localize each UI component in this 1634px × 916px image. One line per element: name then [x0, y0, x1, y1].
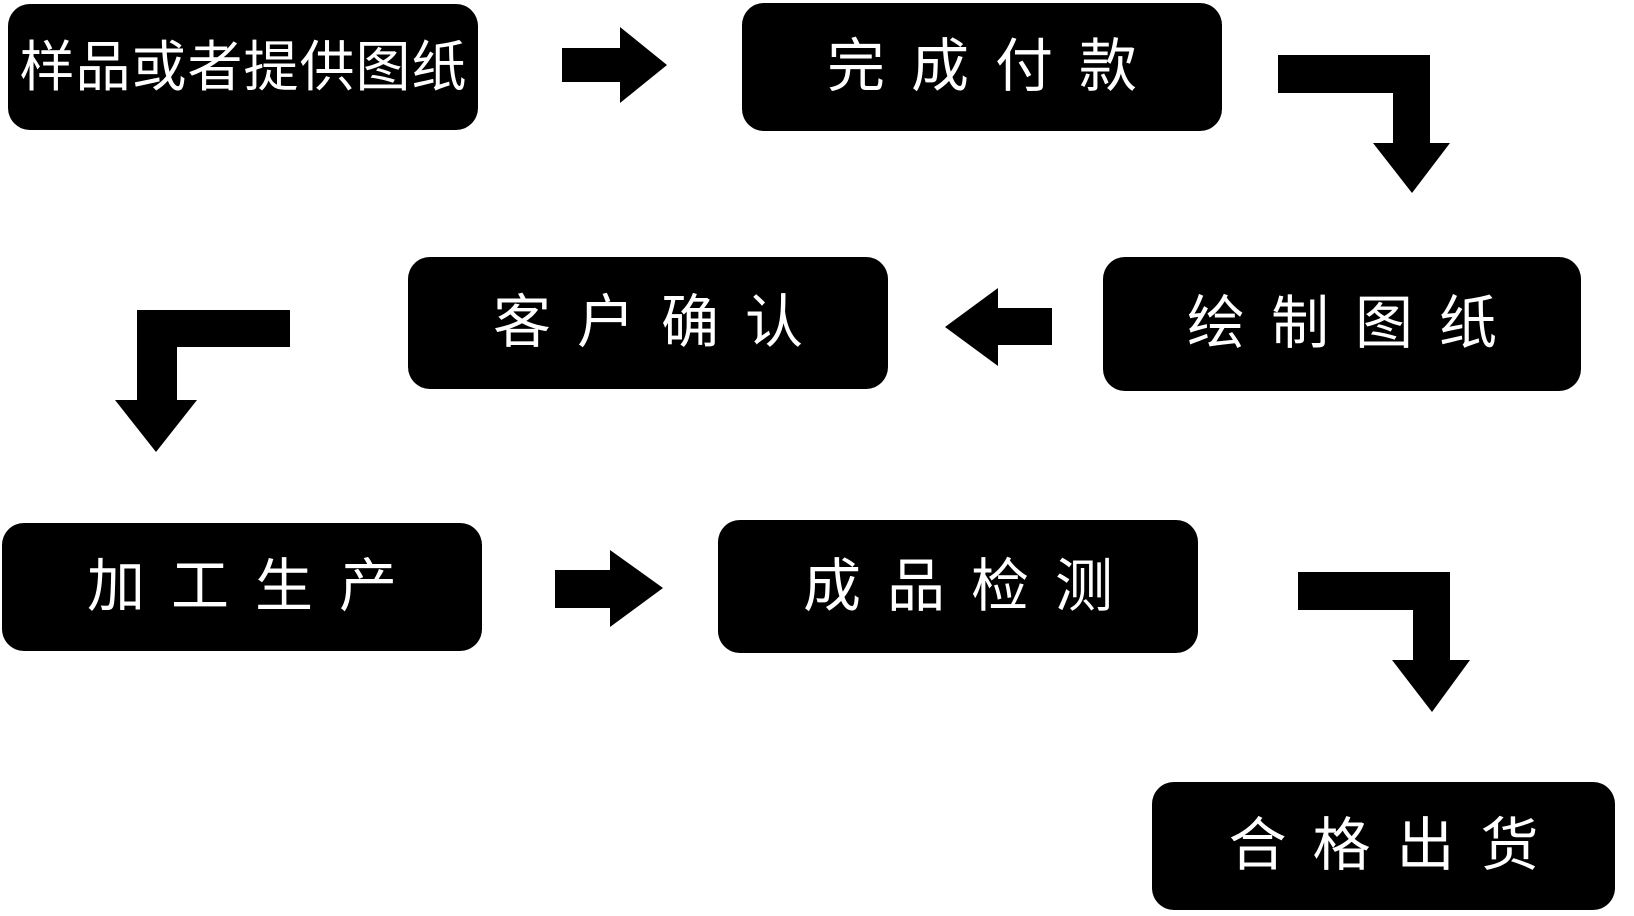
elbow-arrow-right-down-icon [1298, 572, 1470, 712]
node-label-draw-drawing: 绘制图纸 [1186, 291, 1523, 356]
arrow-left-icon [945, 288, 1052, 366]
flow-node-draw-drawing: 绘制图纸 [1103, 257, 1581, 391]
node-label-payment: 完成付款 [826, 34, 1163, 99]
arrow-right-icon [562, 27, 667, 103]
flow-node-customer-confirm: 客户确认 [408, 257, 888, 389]
flow-node-shipment: 合格出货 [1152, 782, 1615, 910]
flow-node-production: 加工生产 [2, 523, 482, 651]
node-label-production: 加工生产 [86, 554, 423, 619]
node-label-customer-confirm: 客户确认 [492, 290, 829, 355]
node-label-sample-or-drawing: 样品或者提供图纸 [19, 35, 468, 98]
elbow-arrow-left-down-icon [115, 310, 290, 452]
arrow-right-icon [555, 550, 663, 627]
flow-node-sample-or-drawing: 样品或者提供图纸 [8, 4, 478, 130]
node-label-shipment: 合格出货 [1228, 813, 1565, 878]
elbow-arrow-right-down-icon [1278, 55, 1450, 193]
flow-node-payment: 完成付款 [742, 3, 1222, 131]
node-label-inspection: 成品检测 [802, 553, 1139, 619]
flow-node-inspection: 成品检测 [718, 520, 1198, 653]
